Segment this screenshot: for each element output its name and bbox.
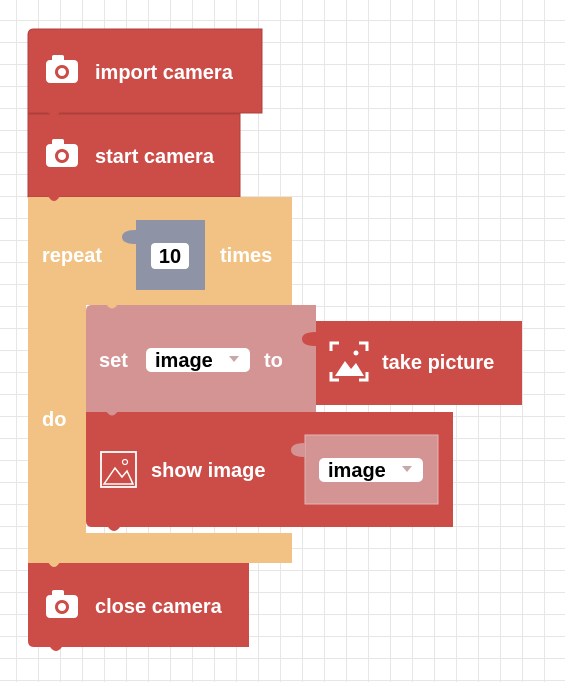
image-variable-block[interactable]: image: [291, 434, 439, 505]
repeat-count-field[interactable]: [151, 243, 189, 269]
times-label: times: [220, 245, 272, 267]
repeat-count-value: 10: [159, 246, 181, 268]
variable-name: image: [155, 350, 213, 372]
variable-dropdown[interactable]: image: [319, 458, 423, 482]
camera-icon: [46, 590, 78, 618]
close-camera-block[interactable]: close camera: [28, 562, 249, 651]
repeat-loop-block[interactable]: repeat times do: [28, 196, 292, 563]
image-icon: [100, 451, 137, 488]
repeat-label: repeat: [42, 245, 102, 267]
close-camera-label: close camera: [95, 596, 223, 618]
variable-dropdown[interactable]: image: [146, 348, 250, 372]
repeat-count-block[interactable]: 10: [122, 220, 205, 290]
import-camera-label: import camera: [95, 62, 234, 84]
take-picture-block[interactable]: take picture: [302, 321, 522, 405]
chevron-down-icon: [402, 466, 412, 472]
do-label: do: [42, 409, 66, 431]
start-camera-label: start camera: [95, 146, 215, 168]
import-camera-block[interactable]: import camera: [27, 28, 263, 114]
camera-icon: [46, 55, 78, 83]
set-label: set: [99, 350, 128, 372]
take-picture-icon: [329, 341, 369, 382]
set-variable-block[interactable]: set image to: [86, 304, 316, 412]
take-picture-label: take picture: [382, 352, 494, 374]
to-label: to: [264, 350, 283, 372]
chevron-down-icon: [229, 356, 239, 362]
camera-icon: [46, 139, 78, 167]
variable-name: image: [328, 460, 386, 482]
start-camera-block[interactable]: start camera: [27, 112, 241, 198]
show-image-label: show image: [151, 460, 265, 482]
